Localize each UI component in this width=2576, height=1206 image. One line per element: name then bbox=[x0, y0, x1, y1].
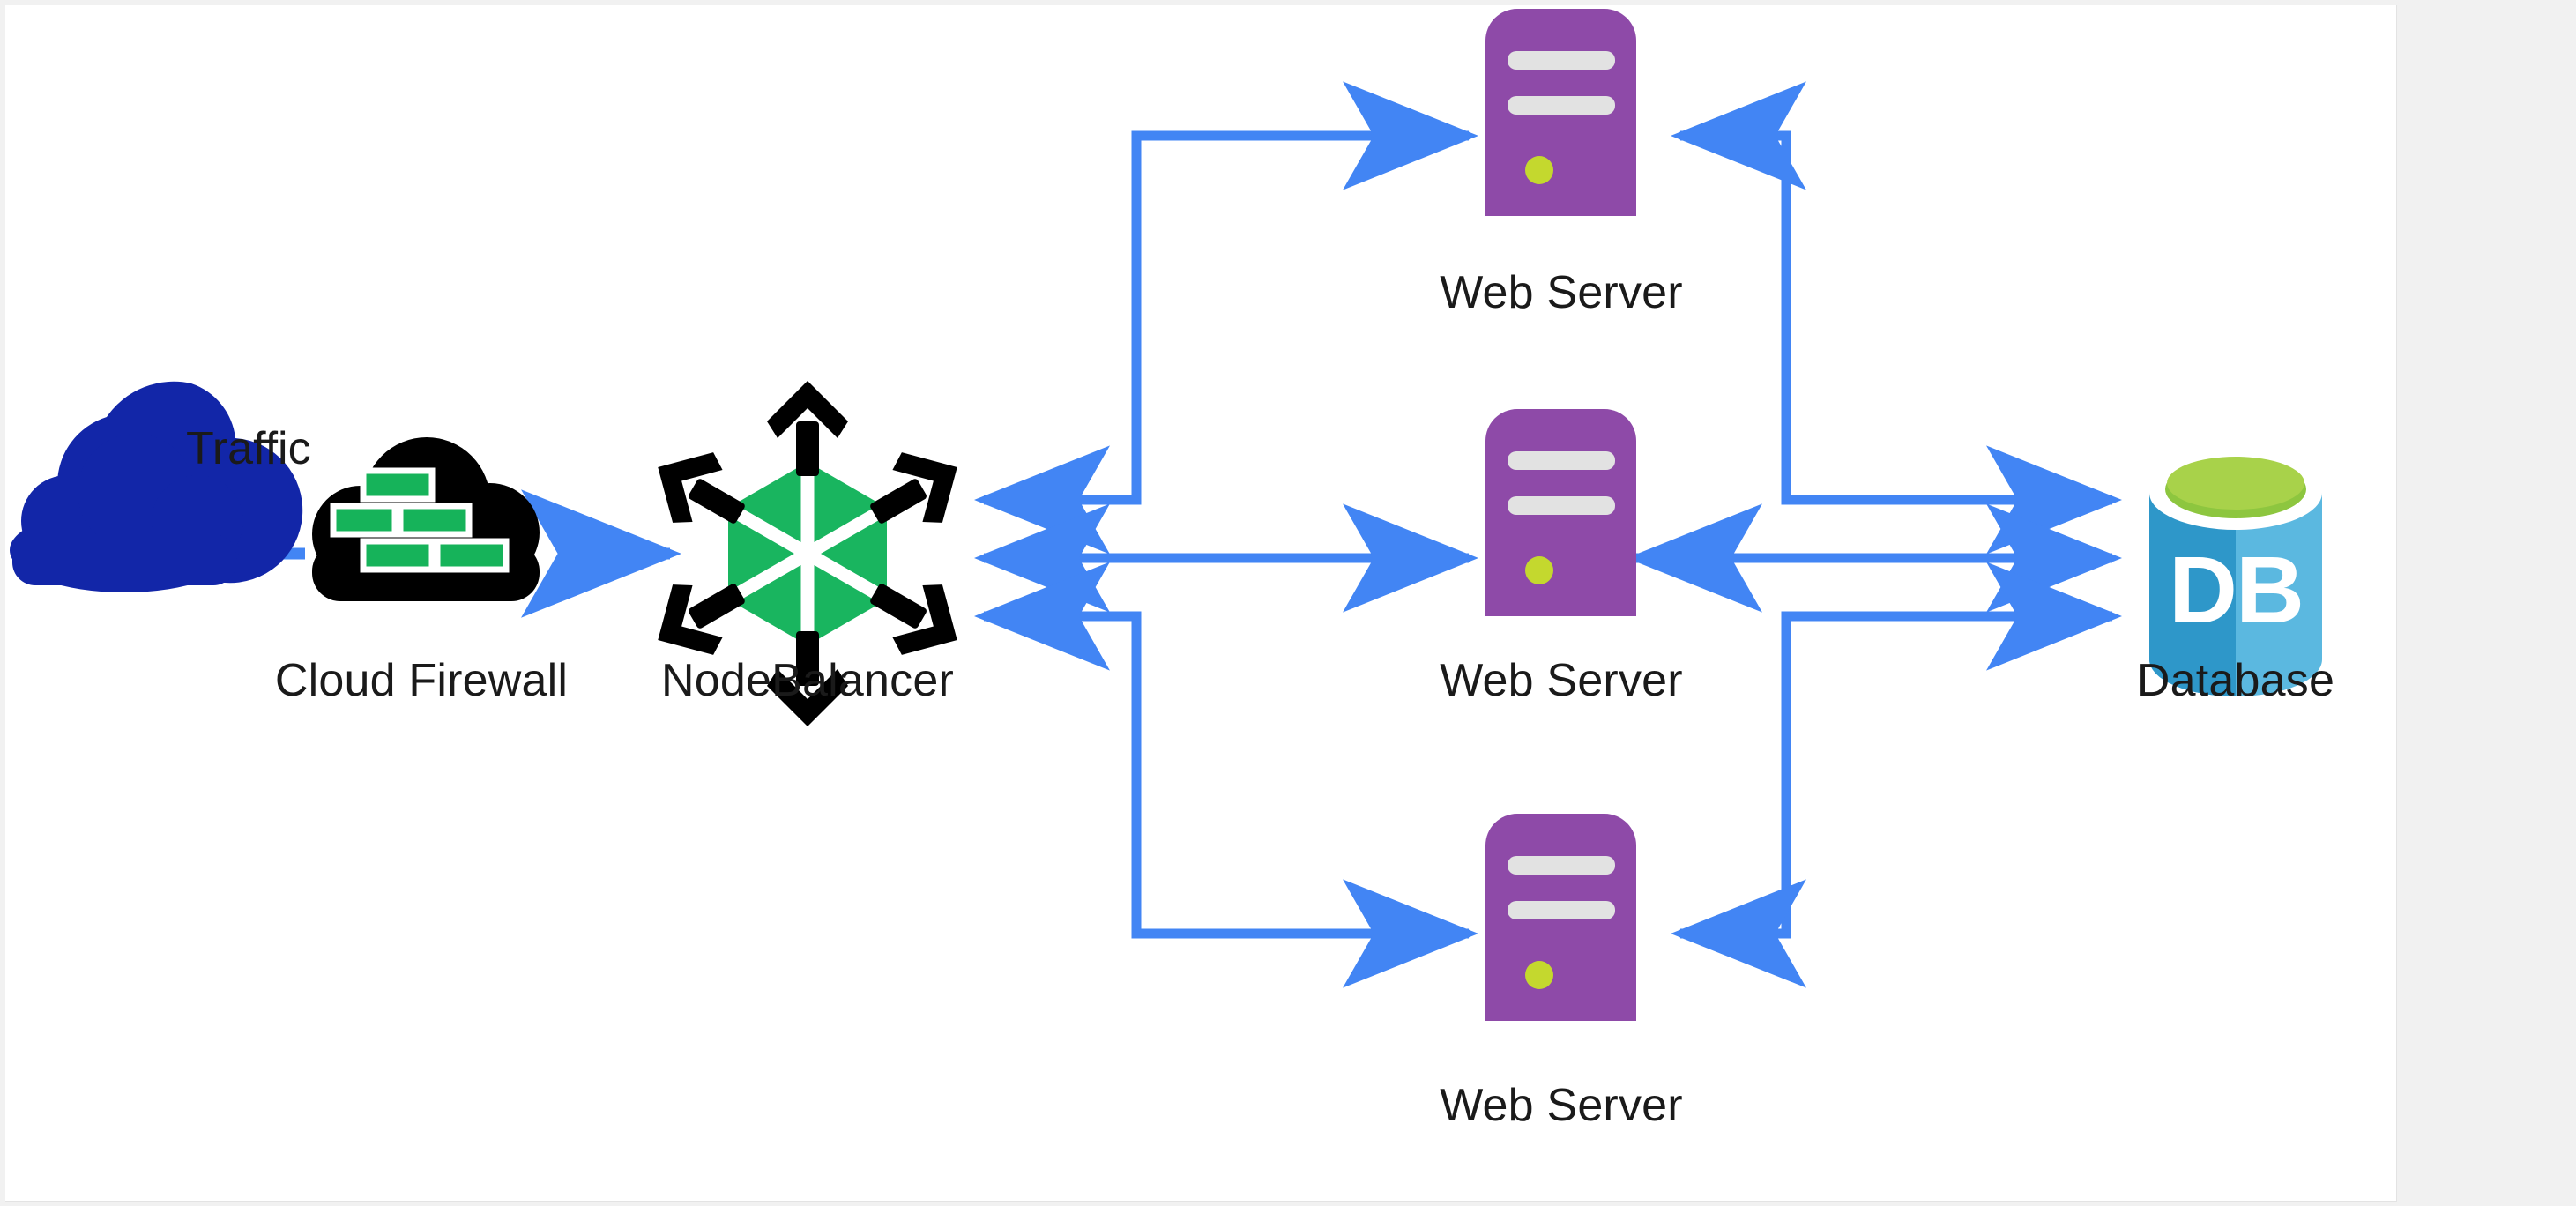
firewall-icon bbox=[312, 437, 540, 601]
diagram-canvas: DB Traffic Cloud Firewall NodeBalancer W… bbox=[5, 5, 2397, 1202]
node-label-web-server-middle: Web Server bbox=[1440, 655, 1683, 706]
cloud-icon bbox=[10, 381, 303, 592]
brick-wall bbox=[330, 467, 510, 573]
database-badge-text: DB bbox=[2169, 536, 2303, 643]
edge-webserver-bottom-to-database bbox=[1781, 562, 2122, 934]
server-icon-middle bbox=[1485, 409, 1636, 616]
server-icon-bottom bbox=[1485, 814, 1636, 1021]
edge-database-to-webserver-top-path bbox=[1671, 81, 1806, 500]
node-label-database: Database bbox=[2136, 655, 2335, 706]
connector-layer bbox=[233, 81, 2122, 988]
edge-webserver-top-to-database bbox=[1781, 136, 2122, 555]
node-label-nodebalancer: NodeBalancer bbox=[661, 655, 954, 706]
edge-webserver-top-to-nodebalancer bbox=[974, 136, 1142, 555]
database-cylinder-icon: DB bbox=[2149, 456, 2322, 696]
server-icon-top bbox=[1485, 9, 1636, 216]
nodebalancer-icon bbox=[658, 381, 957, 726]
node-label-web-server-bottom: Web Server bbox=[1440, 1080, 1683, 1131]
node-label-web-server-top: Web Server bbox=[1440, 267, 1683, 318]
edge-nodebalancer-to-webserver-top bbox=[1131, 81, 1478, 500]
node-label-cloud-firewall: Cloud Firewall bbox=[274, 655, 569, 706]
edge-database-to-webserver-bottom bbox=[1671, 616, 1806, 988]
edge-webserver-bottom-to-nodebalancer bbox=[974, 562, 1142, 934]
edge-nodebalancer-to-webserver-bottom bbox=[1131, 616, 1478, 988]
edge-label-traffic: Traffic bbox=[186, 423, 311, 474]
architecture-diagram: DB bbox=[10, 9, 2322, 1021]
